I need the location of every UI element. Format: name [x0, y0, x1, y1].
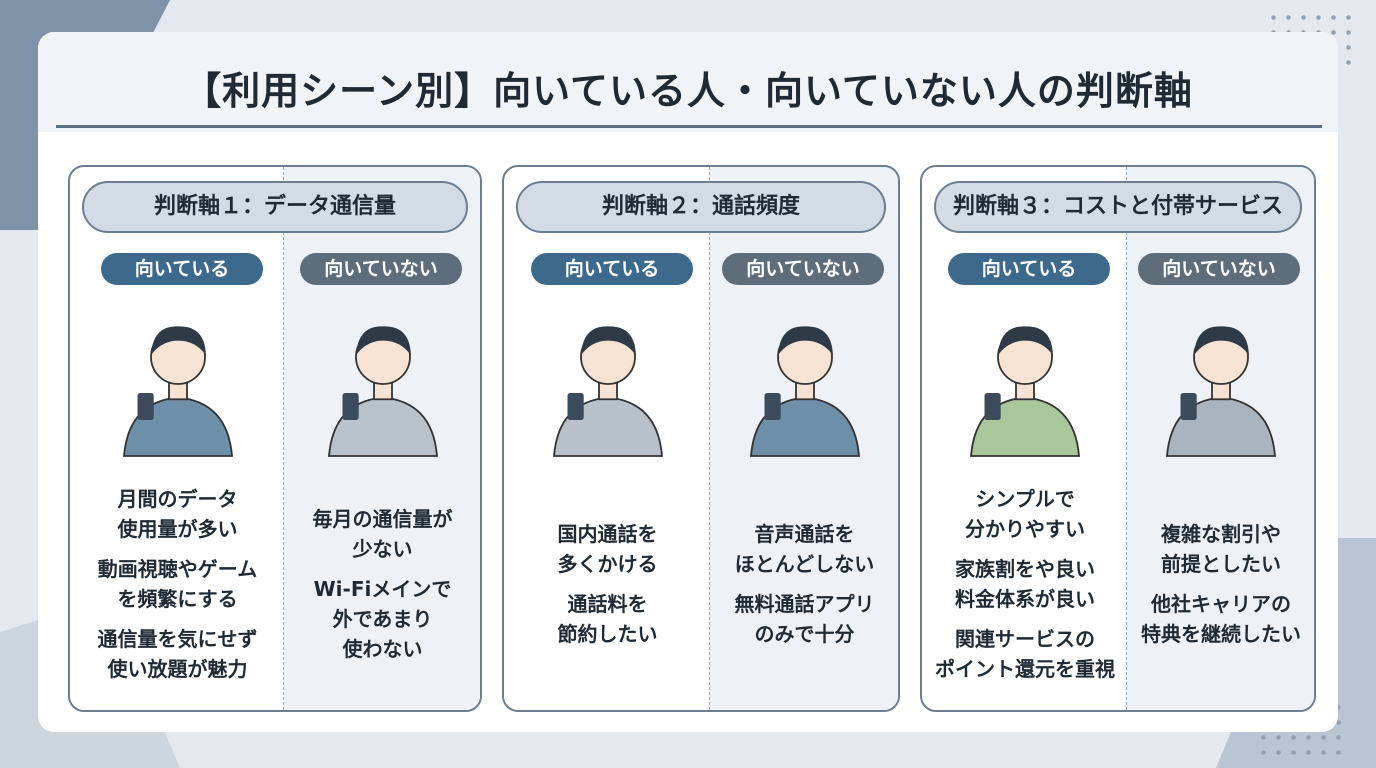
suited-label: 向いている: [948, 253, 1110, 285]
person-illustration-icon: [552, 326, 663, 457]
suited-item: 国内通話を 多くかける: [557, 522, 658, 576]
not-suited-item: 毎月の通信量が 少ない: [312, 507, 453, 561]
suited-label: 向いている: [101, 253, 263, 285]
suited-item: 月間のデータ 使用量が多い: [117, 487, 238, 541]
suited-column: 国内通話を 多くかける通話料を 節約したい: [504, 297, 711, 710]
title-divider: [56, 125, 1322, 128]
panel-axis-3: 判断軸３：コストと付帯サービス 向いている 向いていない シンプルで 分かりやす…: [920, 165, 1316, 712]
panel-header: 判断軸１：データ通信量: [82, 181, 468, 233]
not-suited-item: 他社キャリアの 特典を継続したい: [1141, 592, 1301, 646]
person-illustration-icon: [970, 326, 1080, 457]
page-title: 【利用シーン別】向いている人・向いていない人の判断軸: [183, 69, 1193, 113]
suited-item: シンプルで 分かりやすい: [965, 487, 1085, 541]
not-suited-column: 毎月の通信量が 少ない Wi-Fiメインで 外であまり 使わない: [285, 297, 480, 710]
panel-axis-1: 判断軸１：データ通信量 向いている 向いていない 月間のデータ 使用量が多い動画…: [68, 165, 482, 712]
suited-item: 通話料を 節約したい: [557, 592, 658, 646]
not-suited-illustration: [711, 297, 898, 472]
person-illustration-icon: [1166, 326, 1276, 457]
not-suited-item: 音声通話を ほとんどしない: [734, 522, 875, 576]
suited-item: 家族割をや良い 料金体系が良い: [955, 557, 1095, 611]
not-suited-item: Wi-Fiメインで 外であまり 使わない: [313, 577, 452, 661]
person-illustration-icon: [327, 326, 438, 457]
suited-illustration: [70, 297, 285, 472]
suited-illustration: [504, 297, 711, 472]
title-bar: [38, 32, 1338, 132]
not-suited-label: 向いていない: [300, 253, 462, 285]
not-suited-illustration: [1128, 297, 1314, 472]
person-illustration-icon: [122, 326, 233, 457]
suited-item: 関連サービスの ポイント還元を重視: [935, 627, 1115, 681]
suited-item: 動画視聴やゲーム を頻繁にする: [97, 557, 258, 611]
not-suited-label: 向いていない: [1138, 253, 1300, 285]
not-suited-column: 複雑な割引や 前提としたい他社キャリアの 特典を継続したい: [1128, 297, 1314, 710]
not-suited-column: 音声通話を ほとんどしない無料通話アプリ のみで十分: [711, 297, 898, 710]
not-suited-item: 複雑な割引や 前提としたい: [1161, 522, 1281, 576]
person-illustration-icon: [749, 326, 860, 457]
not-suited-item: 無料通話アプリ のみで十分: [734, 592, 875, 646]
panel-header: 判断軸３：コストと付帯サービス: [934, 181, 1302, 233]
not-suited-label: 向いていない: [722, 253, 884, 285]
suited-label: 向いている: [531, 253, 693, 285]
suited-item: 通信量を気にせず 使い放題が魅力: [97, 627, 258, 681]
suited-illustration: [922, 297, 1128, 472]
infographic-card: 【利用シーン別】向いている人・向いていない人の判断軸 判断軸１：データ通信量 向…: [38, 32, 1338, 732]
panel-axis-2: 判断軸２：通話頻度 向いている 向いていない 国内通話を 多くかける通話料を 節…: [502, 165, 900, 712]
not-suited-illustration: [285, 297, 480, 472]
panel-header: 判断軸２：通話頻度: [516, 181, 886, 233]
suited-column: シンプルで 分かりやすい家族割をや良い 料金体系が良い関連サービスの ポイント還…: [922, 297, 1128, 710]
suited-column: 月間のデータ 使用量が多い動画視聴やゲーム を頻繁にする通信量を気にせず 使い放…: [70, 297, 285, 710]
